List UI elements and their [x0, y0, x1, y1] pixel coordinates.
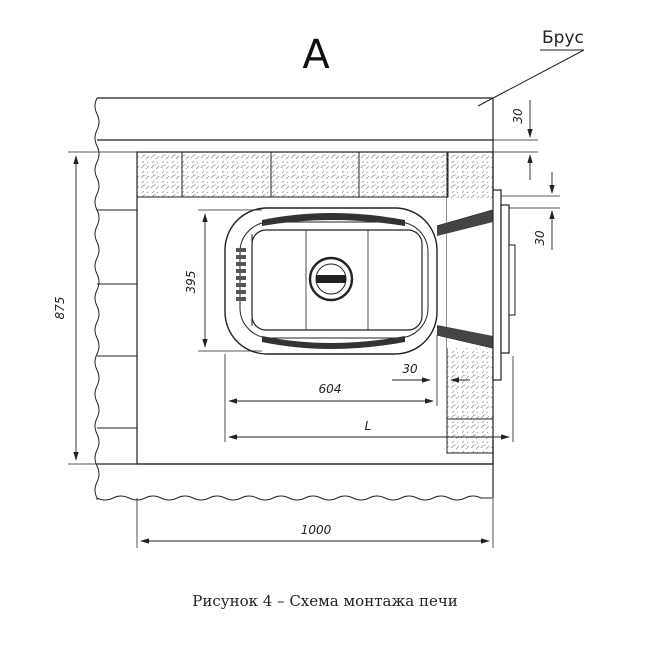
top-gap-label: 30	[511, 108, 525, 124]
dim-door-gap: 30	[392, 362, 470, 383]
right-brick-column	[446, 151, 494, 454]
beam-leader-line	[477, 49, 585, 107]
stove-width-label: 604	[319, 382, 342, 396]
bottom-beam	[97, 440, 494, 498]
dim-top-gap: 30	[493, 100, 538, 180]
firebox-tunnel	[436, 189, 516, 381]
door-gap-label: 30	[402, 362, 418, 376]
room-width-label: 1000	[301, 523, 332, 537]
stove-depth-label: 395	[184, 271, 198, 294]
beam-label: Брус	[542, 28, 584, 48]
left-wall-logs	[97, 209, 137, 429]
chimney-flue	[308, 256, 354, 302]
view-label: А	[302, 32, 330, 78]
left-break-line	[94, 97, 100, 500]
stove-L-label: L	[365, 419, 372, 433]
top-brick-row	[136, 151, 449, 198]
bottom-break-line	[96, 495, 492, 501]
dim-side-gap: 30	[501, 172, 560, 250]
dim-room-height: 875	[53, 151, 137, 465]
figure-caption: Рисунок 4 – Схема монтажа печи	[192, 592, 458, 610]
dim-stove-L: L	[228, 356, 514, 442]
dim-stove-width: 604	[224, 335, 438, 442]
dim-room-width: 1000	[136, 498, 494, 548]
side-gap-label: 30	[533, 230, 547, 246]
room-height-label: 875	[53, 297, 67, 320]
dim-stove-depth: 395	[184, 209, 262, 352]
